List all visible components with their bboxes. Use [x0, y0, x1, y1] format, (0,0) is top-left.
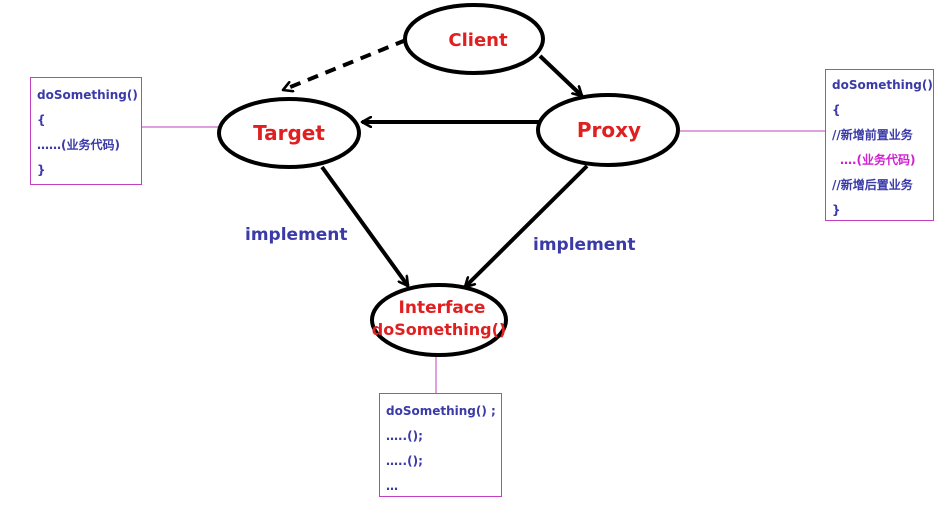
note-line: } [37, 163, 46, 177]
interface-label: Interface [399, 298, 486, 318]
note-line: doSomething() [832, 78, 933, 92]
edge-client-to-proxy [538, 54, 584, 98]
client-label: Client [448, 30, 508, 51]
note-line: doSomething() ; [386, 404, 496, 418]
proxy-label: Proxy [577, 118, 641, 142]
note-line: //新增前置业务 [832, 128, 913, 142]
note-line: …..(); [386, 429, 423, 443]
note-line: ……(业务代码) [37, 138, 120, 152]
note-line: { [832, 103, 841, 117]
target-implement-label: implement [245, 225, 348, 245]
note-line: doSomething() [37, 88, 138, 102]
proxy-node: Proxy [536, 93, 680, 167]
client-node: Client [403, 3, 545, 75]
target-node: Target [217, 97, 361, 169]
interface-node: Interface doSomething() [370, 283, 508, 357]
target-label: Target [253, 121, 325, 145]
note-line-highlight: ….(业务代码) [840, 153, 916, 167]
edge-target-to-interface [320, 165, 410, 286]
proxy-code-note: doSomething() { //新增前置业务 ….(业务代码) //新增后置… [825, 69, 934, 221]
target-code-note: doSomething() { ……(业务代码) } [30, 77, 142, 185]
proxy-implement-label: implement [533, 235, 636, 255]
note-line: …..(); [386, 454, 423, 468]
edge-proxy-to-interface [463, 164, 589, 289]
note-line: { [37, 113, 46, 127]
interface-code-note: doSomething() ; …..(); …..(); … [379, 393, 502, 497]
edge-client-to-target [283, 38, 407, 90]
interface-sublabel: doSomething() [372, 320, 506, 339]
note-line: … [386, 479, 398, 493]
note-line: //新增后置业务 [832, 178, 913, 192]
note-line: } [832, 203, 841, 217]
